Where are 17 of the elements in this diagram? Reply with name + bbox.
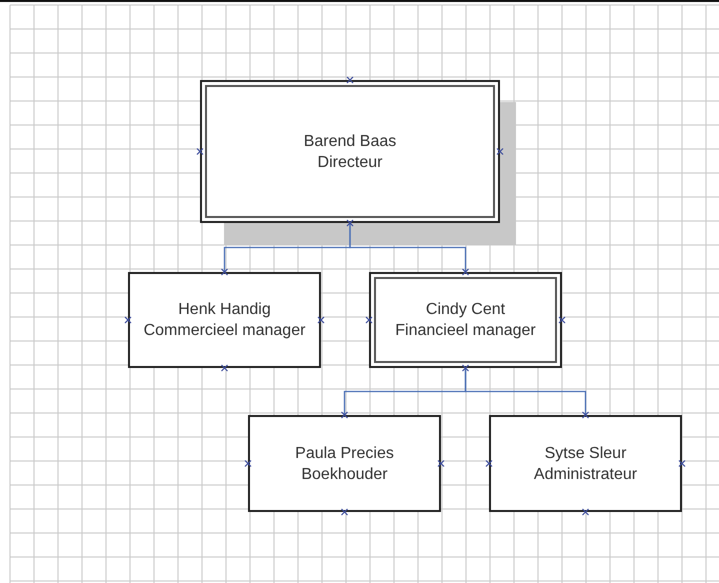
person-name: Cindy Cent bbox=[426, 300, 506, 320]
person-name: Sytse Sleur bbox=[544, 444, 626, 464]
job-title: Commercieel manager bbox=[144, 321, 306, 341]
person-name: Henk Handig bbox=[178, 300, 271, 320]
org-chart-box bbox=[200, 80, 500, 223]
person-name: Barend Baas bbox=[304, 132, 396, 152]
person-name: Paula Precies bbox=[295, 444, 394, 464]
job-title: Directeur bbox=[318, 152, 382, 172]
job-title: Financieel manager bbox=[395, 321, 536, 341]
job-title: Boekhouder bbox=[301, 464, 388, 484]
job-title: Administrateur bbox=[534, 464, 638, 484]
org-chart-box bbox=[128, 272, 321, 368]
connector-line bbox=[464, 368, 586, 415]
connector-line bbox=[349, 223, 466, 272]
org-chart-box bbox=[369, 272, 562, 368]
org-chart-box bbox=[248, 415, 441, 512]
org-chart-box bbox=[489, 415, 682, 512]
